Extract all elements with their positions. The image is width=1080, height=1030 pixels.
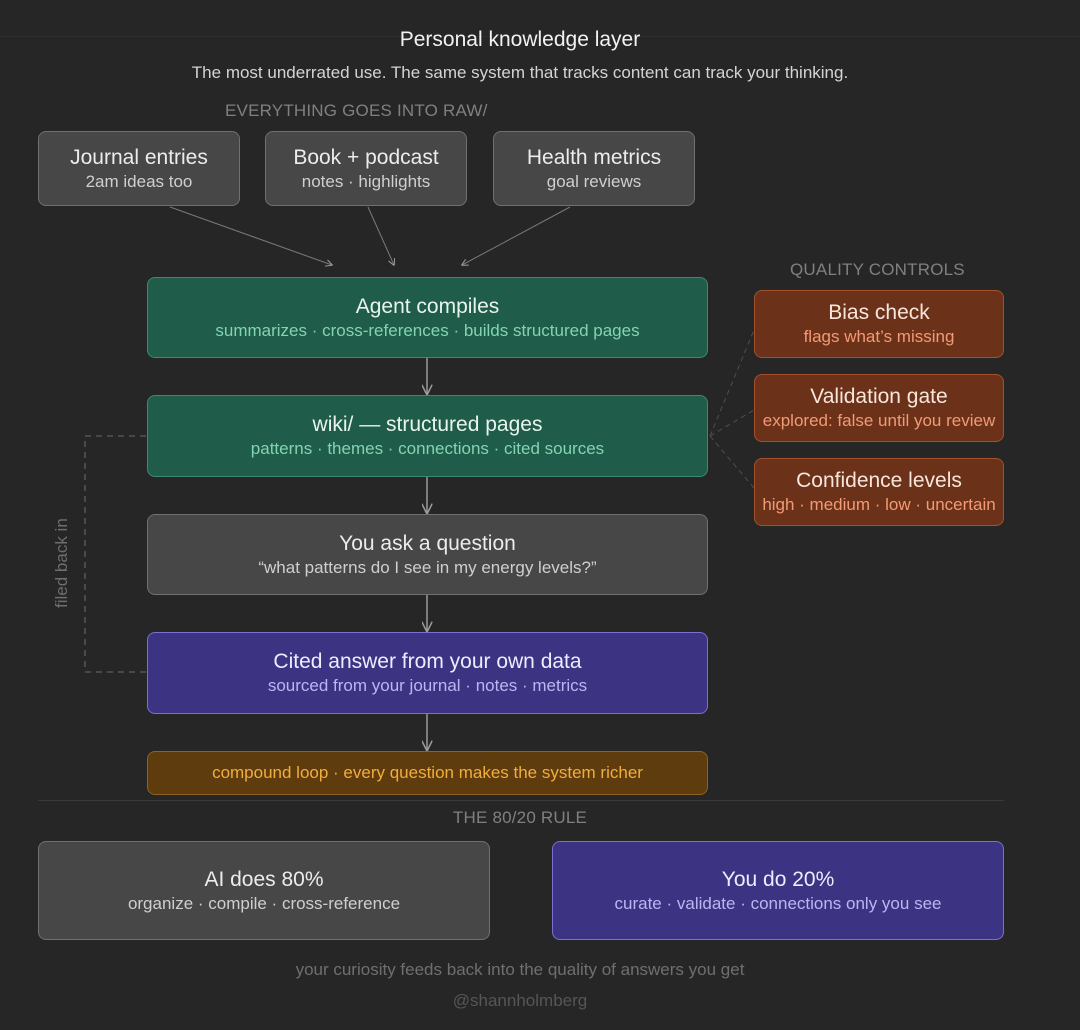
qc-connector-validation <box>709 409 755 437</box>
page-title: Personal knowledge layer <box>399 28 641 51</box>
question-box: You ask a question “what patterns do I s… <box>147 514 708 595</box>
answer-title: Cited answer from your own data <box>273 650 582 673</box>
arrow-journal-to-agent <box>169 206 332 265</box>
answer-box: Cited answer from your own data sourced … <box>147 632 708 714</box>
qc-sub: high · medium · low · uncertain <box>762 495 996 514</box>
answer-sub: sourced from your journal · notes · metr… <box>267 676 588 695</box>
confidence-levels-box: Confidence levels high · medium · low · … <box>754 458 1004 526</box>
ai-sub: organize · compile · cross-reference <box>127 893 401 913</box>
raw-item-sub: notes · highlights <box>301 171 431 191</box>
qc-title: Confidence levels <box>796 469 962 492</box>
you-sub: curate · validate · connections only you… <box>614 893 942 913</box>
page-subtitle: The most underrated use. The same system… <box>191 63 849 82</box>
header-divider <box>0 36 1080 37</box>
raw-item-sub: goal reviews <box>546 171 642 191</box>
qc-sub: flags what’s missing <box>803 327 955 346</box>
wiki-box: wiki/ — structured pages patterns · them… <box>147 395 708 477</box>
raw-item-health: Health metrics goal reviews <box>493 131 695 206</box>
rule-divider <box>38 800 1004 801</box>
author-handle: @shannholmberg <box>452 991 588 1010</box>
you-title: You do 20% <box>721 867 835 891</box>
question-sub: “what patterns do I see in my energy lev… <box>258 557 597 577</box>
qc-title: Validation gate <box>810 385 948 408</box>
bias-check-box: Bias check flags what’s missing <box>754 290 1004 358</box>
wiki-sub: patterns · themes · connections · cited … <box>250 439 605 458</box>
raw-item-journal: Journal entries 2am ideas too <box>38 131 240 206</box>
agent-sub: summarizes · cross-references · builds s… <box>215 320 640 340</box>
compound-loop-text: compound loop · every question makes the… <box>212 763 643 782</box>
raw-item-book-podcast: Book + podcast notes · highlights <box>265 131 467 206</box>
raw-item-title: Journal entries <box>70 145 208 169</box>
agent-title: Agent compiles <box>355 294 500 318</box>
raw-section-label: EVERYTHING GOES INTO RAW/ <box>225 101 488 120</box>
qc-title: Bias check <box>828 301 930 324</box>
raw-item-title: Health metrics <box>526 145 662 169</box>
validation-gate-box: Validation gate explored: false until yo… <box>754 374 1004 442</box>
feedback-label: filed back in <box>52 518 71 608</box>
agent-compiles-box: Agent compiles summarizes · cross-refere… <box>147 277 708 358</box>
raw-item-title: Book + podcast <box>293 145 439 169</box>
you-do-box: You do 20% curate · validate · connectio… <box>552 841 1004 940</box>
qc-connector-bias <box>709 329 755 437</box>
arrow-book-to-agent <box>367 206 394 265</box>
rule-section-label: THE 80/20 RULE <box>452 808 588 827</box>
ai-title: AI does 80% <box>204 867 324 891</box>
feedback-loop-line <box>84 435 146 673</box>
question-title: You ask a question <box>339 531 516 555</box>
qc-sub: explored: false until you review <box>762 411 996 430</box>
quality-section-label: QUALITY CONTROLS <box>790 260 965 279</box>
compound-loop-box: compound loop · every question makes the… <box>147 751 708 795</box>
footer-text: your curiosity feeds back into the quali… <box>295 960 745 979</box>
arrow-health-to-agent <box>462 206 571 265</box>
qc-connector-confidence <box>709 435 755 489</box>
ai-does-box: AI does 80% organize · compile · cross-r… <box>38 841 490 940</box>
raw-item-sub: 2am ideas too <box>85 171 193 191</box>
wiki-title: wiki/ — structured pages <box>312 413 543 436</box>
